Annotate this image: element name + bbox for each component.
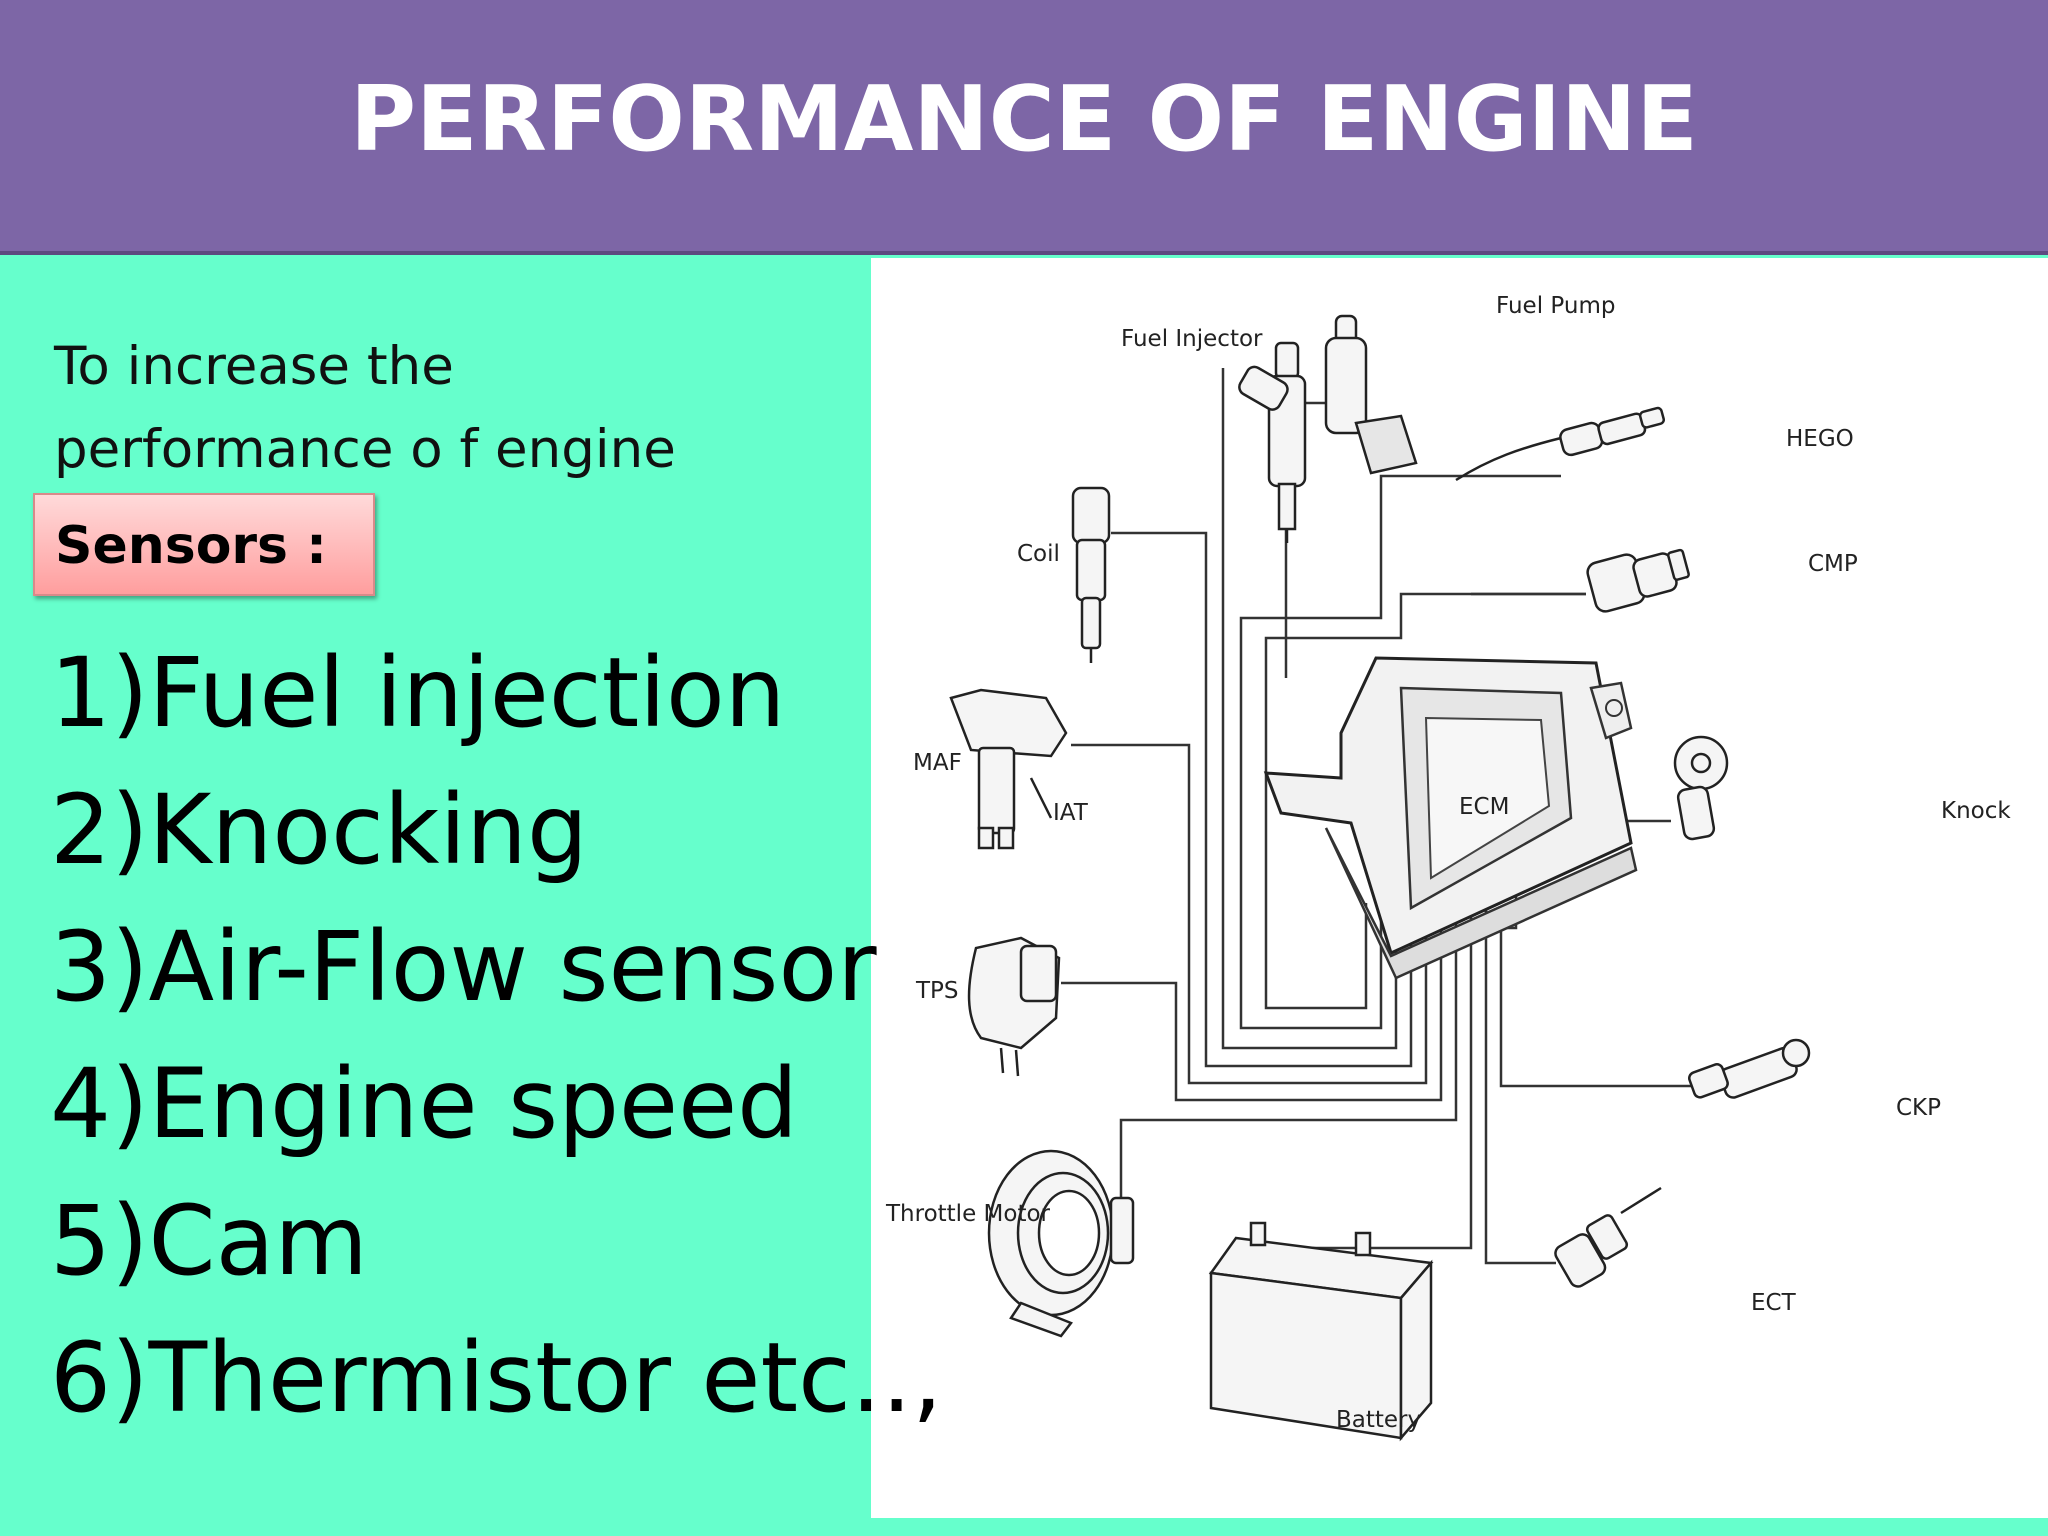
title-bar: PERFORMANCE OF ENGINE xyxy=(0,0,2048,255)
sensor-item: 4)Engine speed xyxy=(50,1048,799,1160)
ckp-part xyxy=(1688,1038,1811,1099)
hego-part xyxy=(1455,406,1666,482)
battery-part xyxy=(1208,1221,1434,1442)
fuel-pump-label: Fuel Pump xyxy=(1496,293,1615,319)
tps-part xyxy=(967,936,1061,1077)
coil-label: Coil xyxy=(1017,541,1060,567)
ect-label: ECT xyxy=(1751,1290,1797,1316)
hego-label: HEGO xyxy=(1786,426,1854,452)
sensor-item: 6)Thermistor etc.., xyxy=(50,1322,943,1434)
sensor-item: 5)Cam xyxy=(50,1185,368,1297)
fuel-injector-label: Fuel Injector xyxy=(1121,326,1263,352)
ect-part xyxy=(1554,1186,1662,1288)
intro-line-1: To increase the xyxy=(54,336,454,397)
fuel-injector-part xyxy=(1238,341,1307,543)
throttle-motor-label: Throttle Motor xyxy=(885,1201,1051,1227)
tps-label: TPS xyxy=(915,978,959,1004)
intro-line-2: performance o f engine xyxy=(54,419,676,480)
sensor-item: 1)Fuel injection xyxy=(50,637,786,749)
ecm-module: ECM xyxy=(1263,656,1638,980)
maf-part xyxy=(949,688,1068,850)
iat-label: IAT xyxy=(1053,800,1089,826)
knock-part xyxy=(1673,735,1729,841)
knock-label: Knock xyxy=(1941,798,2011,824)
coil-part xyxy=(1071,486,1111,663)
fuel-pump-part xyxy=(1324,314,1418,475)
engine-sensor-diagram: ECM Fuel Injector Fuel Pump HE xyxy=(871,258,2048,1518)
sensor-item: 2)Knocking xyxy=(50,774,588,886)
ckp-label: CKP xyxy=(1896,1095,1941,1121)
sensor-item: 3)Air-Flow sensor xyxy=(50,911,877,1023)
sensor-list: 1)Fuel injection 2)Knocking 3)Air-Flow s… xyxy=(50,625,942,1447)
battery-label: Battery xyxy=(1336,1407,1421,1433)
slide-title: PERFORMANCE OF ENGINE xyxy=(350,67,1698,172)
cmp-part xyxy=(1586,548,1690,613)
cmp-label: CMP xyxy=(1808,551,1858,577)
sensors-label-box: Sensors : xyxy=(33,493,375,596)
intro-text: To increase the performance o f engine xyxy=(54,325,854,491)
diagram-svg: ECM Fuel Injector Fuel Pump HE xyxy=(885,293,2011,1442)
sensors-label: Sensors : xyxy=(55,516,327,576)
throttle-motor-part xyxy=(987,1149,1135,1338)
ecm-label: ECM xyxy=(1459,794,1509,820)
maf-label: MAF xyxy=(913,750,962,776)
